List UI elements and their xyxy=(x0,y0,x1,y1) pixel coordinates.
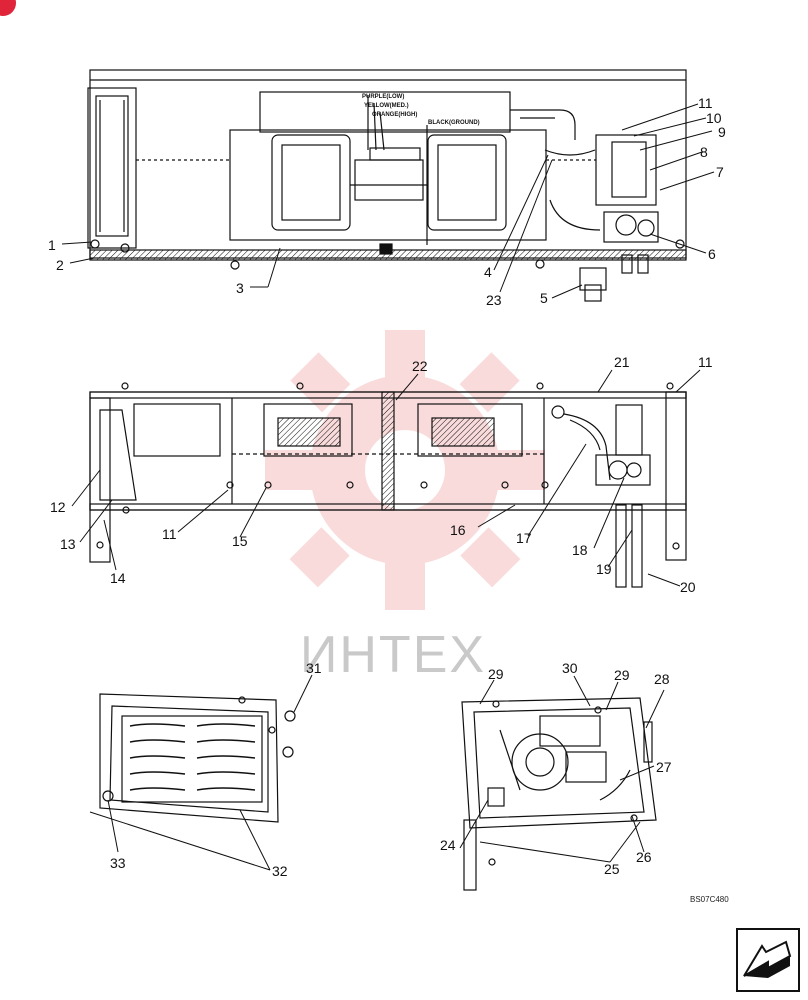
callout-13: 13 xyxy=(60,536,76,552)
callout-5: 5 xyxy=(540,290,548,306)
leader-lines xyxy=(459,675,665,863)
callout-3: 3 xyxy=(236,280,244,296)
wire-label: ORANGE(HIGH) xyxy=(372,112,417,118)
callout-17: 17 xyxy=(516,530,532,546)
callout-20: 20 xyxy=(680,579,696,595)
callout-11: 11 xyxy=(698,354,713,370)
louver-cover xyxy=(99,693,296,823)
leader-lines xyxy=(61,103,715,299)
callout-27: 27 xyxy=(656,759,672,775)
next-page-button[interactable] xyxy=(736,928,800,992)
callout-10: 10 xyxy=(706,110,722,126)
corner-badge xyxy=(0,0,16,16)
callout-2: 2 xyxy=(56,257,64,273)
watermark-text: ИНТЕХ xyxy=(300,626,486,684)
callout-23: 23 xyxy=(486,292,502,308)
callout-19: 19 xyxy=(596,561,612,577)
callout-8: 8 xyxy=(700,144,708,160)
callout-28: 28 xyxy=(654,671,670,687)
callout-11: 11 xyxy=(698,95,713,111)
callout-1: 1 xyxy=(48,237,56,253)
diagram-code: BS07C480 xyxy=(690,895,729,904)
callout-4: 4 xyxy=(484,264,492,280)
callout-26: 26 xyxy=(636,849,652,865)
wire-label: YELLOW(MED.) xyxy=(364,103,409,109)
callout-18: 18 xyxy=(572,542,588,558)
evaporator-box xyxy=(461,697,657,891)
callout-24: 24 xyxy=(440,837,456,853)
callout-25: 25 xyxy=(604,861,620,877)
callout-31: 31 xyxy=(306,660,322,676)
callout-12: 12 xyxy=(50,499,66,515)
callout-33: 33 xyxy=(110,855,126,871)
callout-11: 11 xyxy=(162,526,177,542)
callout-29: 29 xyxy=(614,667,630,683)
callout-29: 29 xyxy=(488,666,504,682)
callout-14: 14 xyxy=(110,570,126,586)
callout-9: 9 xyxy=(718,124,726,140)
callout-6: 6 xyxy=(708,246,716,262)
callout-21: 21 xyxy=(614,354,630,370)
callout-16: 16 xyxy=(450,522,466,538)
leader-lines xyxy=(89,674,313,871)
callout-7: 7 xyxy=(716,164,724,180)
callout-22: 22 xyxy=(412,358,428,374)
unit-top-view xyxy=(87,69,687,302)
callout-30: 30 xyxy=(562,660,578,676)
wire-label: PURPLE(LOW) xyxy=(362,94,404,100)
next-page-arrow-icon xyxy=(743,940,792,978)
unit-front-view xyxy=(89,382,687,588)
callout-numbers: 1 2 3 4 5 6 7 8 9 10 11 23 22 21 11 12 1… xyxy=(48,95,726,879)
leader-lines xyxy=(71,369,701,587)
callout-15: 15 xyxy=(232,533,248,549)
callout-32: 32 xyxy=(272,863,288,879)
wire-label: BLACK(GROUND) xyxy=(428,120,480,126)
watermark-gear-icon xyxy=(265,330,545,610)
